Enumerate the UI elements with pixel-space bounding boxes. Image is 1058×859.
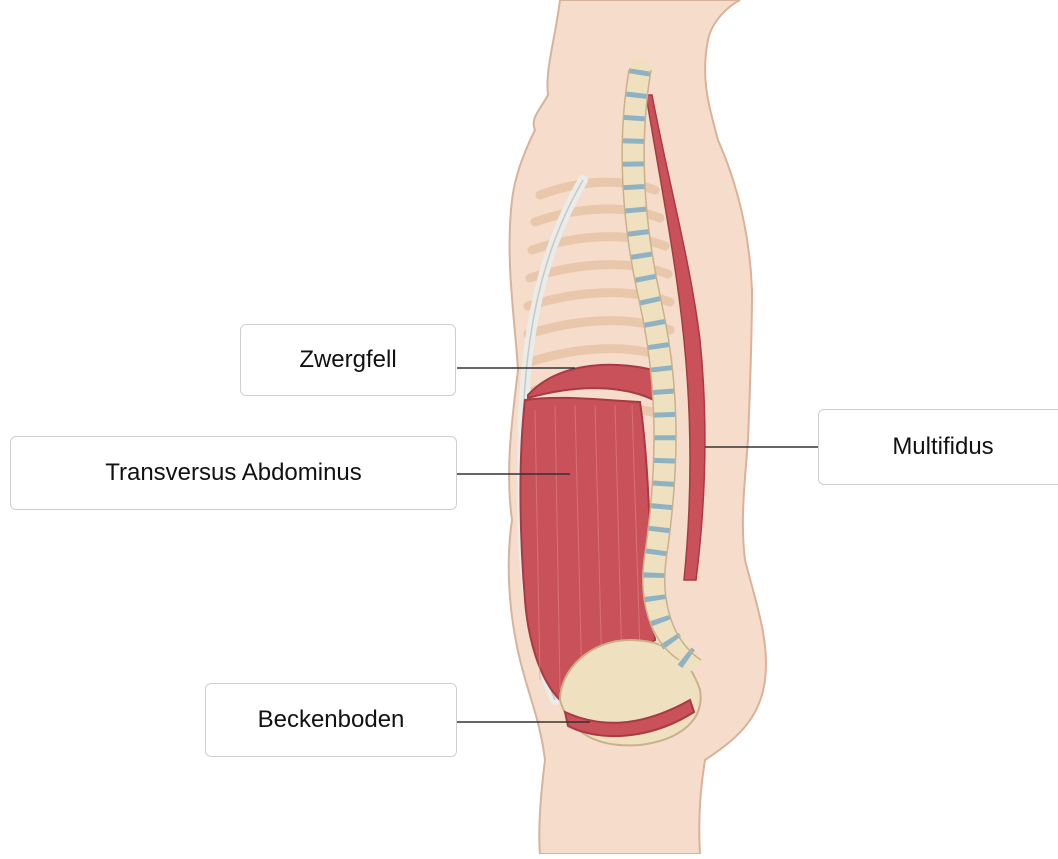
label-multifidus: Multifidus [818, 409, 1058, 485]
label-transversus-abdominus: Transversus Abdominus [10, 436, 457, 510]
label-beckenboden: Beckenboden [205, 683, 457, 757]
label-zwerchfell: Zwergfell [240, 324, 456, 396]
